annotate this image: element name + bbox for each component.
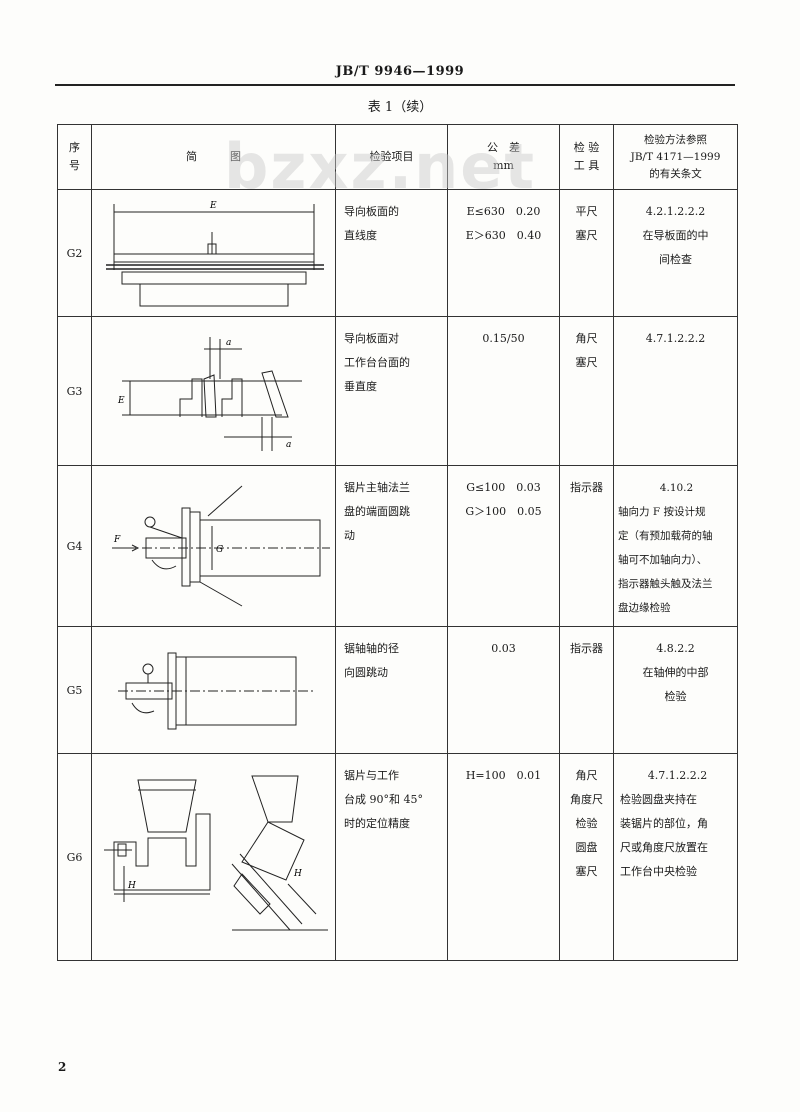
check-item: 导向板面对工作台台面的垂直度 — [335, 316, 448, 466]
inspection-tool: 指示器 — [559, 465, 614, 627]
col-header-no: 序 号 — [57, 124, 92, 190]
table-row: G2 E — [57, 189, 738, 317]
table-caption: 表 1（续） — [367, 100, 433, 115]
diagram-g3: a E a — [91, 316, 336, 466]
inspection-tool: 平尺塞尺 — [559, 189, 614, 317]
diagram-label: a — [226, 338, 231, 348]
header-rule — [55, 84, 735, 86]
diagram-g5 — [91, 626, 336, 754]
check-item: 锯片与工作台成 90°和 45°时的定位精度 — [335, 753, 448, 961]
diagram-g2: E — [91, 189, 336, 317]
diagram-label: H — [127, 881, 136, 891]
tolerance: 0.15/50 — [447, 316, 560, 466]
diagram-g6: H H — [91, 753, 336, 961]
row-number: G6 — [57, 753, 92, 961]
row-number: G2 — [57, 189, 92, 317]
check-item: 锯轴轴的径向圆跳动 — [335, 626, 448, 754]
table-row: G5 锯轴轴的径向圆跳动 — [57, 626, 738, 754]
col-header-diagram: 简 图 — [91, 124, 336, 190]
inspection-tool: 角尺塞尺 — [559, 316, 614, 466]
table-row: G6 — [57, 753, 738, 961]
row-number: G3 — [57, 316, 92, 466]
diagram-label: E — [209, 201, 217, 211]
row-number: G5 — [57, 626, 92, 754]
table-row: G4 — [57, 465, 738, 627]
inspection-tool: 角尺角度尺检验圆盘塞尺 — [559, 753, 614, 961]
inspection-table: 序 号 简 图 检验项目 公 差 mm 检 验 工 具 检验方法参照 JB/T … — [57, 124, 738, 961]
diagram-label: E — [117, 396, 125, 406]
row-number: G4 — [57, 465, 92, 627]
diagram-label: H — [293, 869, 302, 879]
table-header-row: 序 号 简 图 检验项目 公 差 mm 检 验 工 具 检验方法参照 JB/T … — [57, 124, 738, 190]
inspection-tool: 指示器 — [559, 626, 614, 754]
col-header-method: 检验方法参照 JB/T 4171—1999 的有关条文 — [613, 124, 738, 190]
standard-code: JB/T 9946—1999 — [335, 64, 465, 79]
diagram-label: F — [113, 535, 121, 545]
check-item: 导向板面的直线度 — [335, 189, 448, 317]
method-reference: 4.7.1.2.2.2 — [613, 316, 738, 466]
tolerance: 0.03 — [447, 626, 560, 754]
col-header-item: 检验项目 — [335, 124, 448, 190]
diagram-label: G — [216, 545, 223, 555]
diagram-label: a — [286, 440, 291, 450]
page-number: 2 — [58, 1060, 67, 1074]
table-row: G3 — [57, 316, 738, 466]
check-item: 锯片主轴法兰盘的端面圆跳动 — [335, 465, 448, 627]
col-header-tool: 检 验 工 具 — [559, 124, 614, 190]
col-header-tolerance: 公 差 mm — [447, 124, 560, 190]
tolerance: H=100 0.01 — [447, 753, 560, 961]
diagram-g4: F G — [91, 465, 336, 627]
